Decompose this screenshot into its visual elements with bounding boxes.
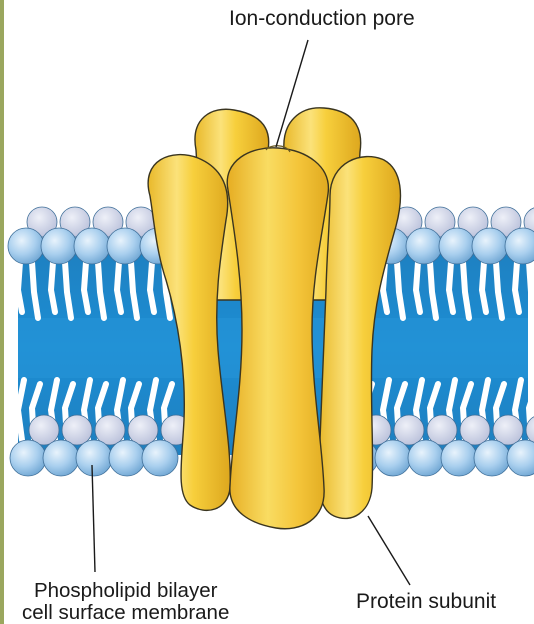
lipid-head [8,228,44,264]
lipid-tail [529,262,534,318]
leader-line-bilayer [92,465,95,572]
subunit-label: Protein subunit [356,591,496,613]
lipid-head [472,228,508,264]
lipid-head [10,440,46,476]
lipid-head [43,440,79,476]
lipid-head [408,440,444,476]
lipid-head [406,228,442,264]
lipid-head [109,440,145,476]
lipid-head [107,228,143,264]
lipid-head [41,228,77,264]
lipid-head [142,440,178,476]
lipid-head [474,440,510,476]
leader-line-subunit [368,516,410,585]
bilayer-label-line1: Phospholipid bilayer [22,580,229,602]
lipid-head [375,440,411,476]
lipid-head [441,440,477,476]
bilayer-label-line2: cell surface membrane [22,602,229,624]
lipid-head [439,228,475,264]
protein-channel [148,108,400,529]
pore-label: Ion-conduction pore [229,8,415,30]
lipid-head [76,440,112,476]
lipid-head [74,228,110,264]
bilayer-label: Phospholipid bilayer cell surface membra… [22,580,229,623]
